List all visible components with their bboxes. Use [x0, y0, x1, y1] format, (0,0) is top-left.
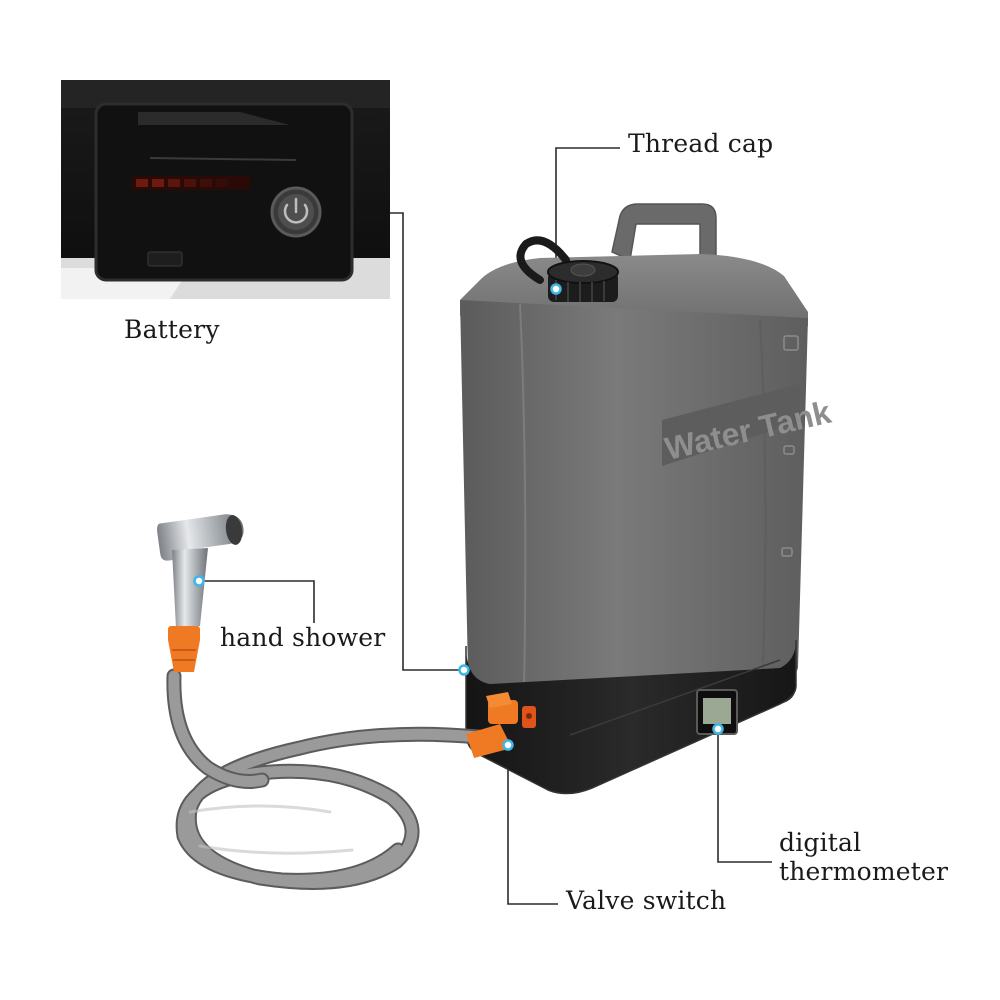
thermometer-label-line2: thermometer [779, 856, 949, 886]
thermometer-label-line1: digital [779, 828, 862, 857]
hose [166, 668, 486, 890]
battery-label: Battery [124, 315, 220, 344]
battery-led-bar [132, 176, 250, 190]
tank-base [465, 640, 797, 795]
hand-shower [157, 514, 244, 672]
leader-lines [199, 147, 772, 905]
valve-switch-label: Valve switch [566, 886, 727, 915]
hand-shower-label: hand shower [220, 623, 386, 652]
thread-cap-label: Thread cap [628, 129, 774, 158]
valve-switch [466, 692, 536, 758]
water-tank: Water Tank [460, 203, 834, 700]
callout-dot-icon [193, 283, 724, 751]
thermometer-display [696, 689, 738, 735]
thread-cap [516, 236, 619, 302]
power-button-icon [270, 186, 322, 238]
digital-thermometer-label: digital thermometer [779, 828, 949, 887]
battery-inset-photo [61, 80, 390, 299]
